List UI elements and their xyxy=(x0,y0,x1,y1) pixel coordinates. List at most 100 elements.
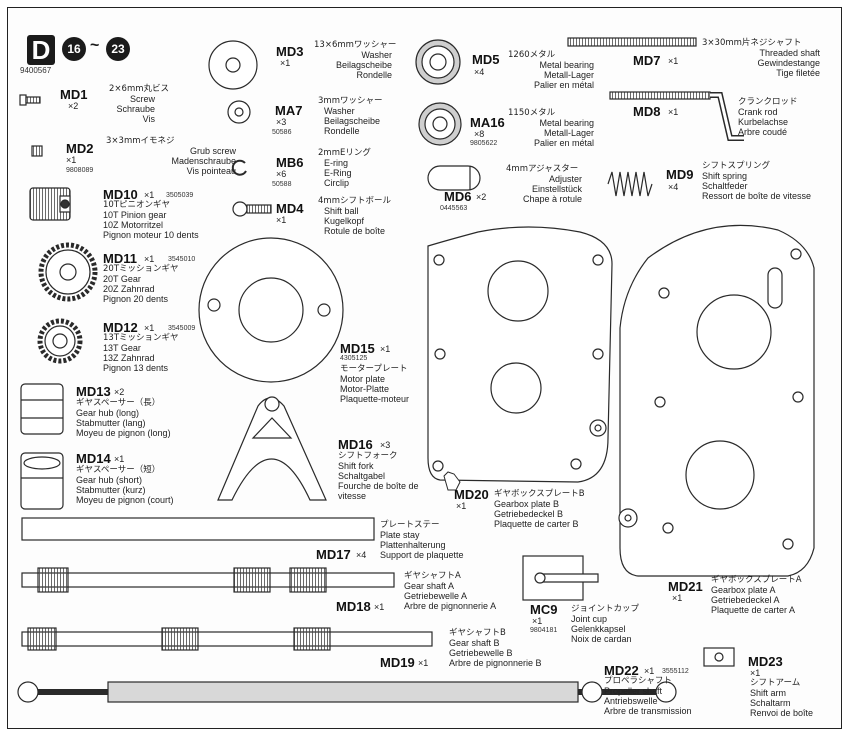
ma16-number: 9805622 xyxy=(470,140,498,147)
md13-code: MD13 xyxy=(76,384,111,399)
md8-qty: ×1 xyxy=(668,107,679,117)
mc9-ja: ジョイントカップ xyxy=(571,604,640,614)
md4-ja: 4mmシフトボール xyxy=(318,196,391,206)
md13-ja: ギヤスペーサー（長） xyxy=(76,398,161,408)
ma16-fr: Palier en métal xyxy=(533,138,594,148)
mb6-de: E-Ring xyxy=(324,168,352,178)
mc9-en: Joint cup xyxy=(571,614,608,624)
md1-qty: ×2 xyxy=(68,101,79,111)
md7-fr: Tige filetée xyxy=(776,68,820,78)
md19-fr: Arbre de pignonnerie B xyxy=(449,658,542,668)
md1-en: Screw xyxy=(129,94,155,104)
md18-de: Getriebewelle A xyxy=(404,591,468,601)
md13-de: Stabmutter (lang) xyxy=(76,418,146,428)
mc9-de: Gelenkkapsel xyxy=(571,624,626,634)
mb6-number: 50588 xyxy=(272,181,292,188)
md14-de: Stabmutter (kurz) xyxy=(76,485,146,495)
md22-ja: プロペラシャフト xyxy=(604,676,672,686)
md3-code: MD3 xyxy=(276,44,304,59)
md12-de: 13Z Zahnrad xyxy=(103,353,155,363)
plate-stay-icon xyxy=(21,517,375,541)
gear-shaft-a-icon xyxy=(21,567,395,593)
md7-qty: ×1 xyxy=(668,56,679,66)
md4-de: Kugelkopf xyxy=(324,216,365,226)
md2-fr: Vis pointeau xyxy=(186,166,236,176)
mb6-qty: ×6 xyxy=(276,169,287,179)
md11-fr: Pignon 20 dents xyxy=(103,294,169,304)
md5-fr: Palier en métal xyxy=(533,80,594,90)
md21-fr: Plaquette de carter A xyxy=(711,605,796,615)
md12-ja: 13Tミッションギヤ xyxy=(103,333,179,343)
md9-code: MD9 xyxy=(666,167,694,182)
md21-en: Gearbox plate A xyxy=(711,585,776,595)
md3-de: Beilagscheibe xyxy=(335,60,392,70)
md5-de: Metall-Lager xyxy=(543,70,594,80)
md2-number: 9808089 xyxy=(66,167,94,174)
md2-de: Madenschraube xyxy=(171,156,236,166)
md23-code: MD23 xyxy=(748,654,783,669)
gear-20t-icon xyxy=(38,242,98,302)
md6-fr: Chape à rotule xyxy=(522,194,582,204)
md1-de: Schraube xyxy=(116,104,155,114)
md16-ja: シフトフォーク xyxy=(338,451,398,461)
md1-fr: Vis xyxy=(142,114,155,124)
md18-qty: ×1 xyxy=(374,602,385,612)
ma16-qty: ×8 xyxy=(474,129,485,139)
shift-arm-icon xyxy=(703,647,735,667)
md2-code: MD2 xyxy=(66,141,94,156)
md7-ja: 3×30mm片ネジシャフト xyxy=(702,38,802,48)
md17-de: Plattenhalterung xyxy=(380,540,446,550)
md9-qty: ×4 xyxy=(668,182,679,192)
md14-code: MD14 xyxy=(76,451,111,466)
md19-code: MD19 xyxy=(380,655,415,670)
gearbox-plate-b-icon xyxy=(427,226,613,483)
md14-fr: Moyeu de pignon (court) xyxy=(76,495,174,505)
mb6-en: E-ring xyxy=(324,158,349,168)
adjuster-icon xyxy=(427,165,481,191)
md15-fr: Plaquette-moteur xyxy=(340,394,410,404)
ma7-fr: Rondelle xyxy=(324,126,360,136)
md11-number: 3545010 xyxy=(168,256,196,263)
motor-plate-icon xyxy=(198,237,344,383)
md13-qty: ×2 xyxy=(114,387,125,397)
md13-fr: Moyeu de pignon (long) xyxy=(76,428,171,438)
parts-sheet: D 16 ~ 23 9400567 MD1 ×2 2×6mm丸ビス Screw … xyxy=(7,7,842,729)
md4-fr: Rotule de boîte xyxy=(324,226,386,236)
mc9-code: MC9 xyxy=(530,602,558,617)
md16-fr-cont: vitesse xyxy=(338,491,367,501)
md22-fr: Arbre de transmission xyxy=(604,706,692,716)
md5-qty: ×4 xyxy=(474,67,485,77)
parts-illustration xyxy=(17,37,815,703)
ma7-ja: 3mmワッシャー xyxy=(318,96,383,106)
catalog-number: 9400567 xyxy=(20,66,52,75)
step-from-badge: 16 xyxy=(62,37,86,61)
md3-ja: 13×6mmワッシャー xyxy=(314,40,397,50)
md19-de: Getriebewelle B xyxy=(449,648,513,658)
md9-ja: シフトスプリング xyxy=(702,161,771,171)
md13-en: Gear hub (long) xyxy=(76,408,140,418)
propeller-shaft-icon xyxy=(17,681,677,703)
md21-ja: ギヤボックスプレートA xyxy=(711,575,802,585)
md23-qty: ×1 xyxy=(750,668,761,678)
md3-en: Washer xyxy=(361,50,392,60)
ma7-de: Beilagscheibe xyxy=(324,116,381,126)
ma7-qty: ×3 xyxy=(276,117,287,127)
pinion-gear-icon xyxy=(29,187,71,221)
md10-qty: ×1 xyxy=(144,190,155,200)
ma16-en: Metal bearing xyxy=(539,118,594,128)
hand-cursor-icon xyxy=(443,471,461,491)
gear-13t-icon xyxy=(37,318,83,364)
md18-code: MD18 xyxy=(336,599,371,614)
large-washer-icon xyxy=(208,40,258,90)
md2-en: Grub screw xyxy=(189,146,236,156)
md10-ja: 10Tピニオンギヤ xyxy=(103,200,171,210)
md6-number: 0445563 xyxy=(440,205,468,212)
md8-code: MD8 xyxy=(633,104,661,119)
md11-de: 20Z Zahnrad xyxy=(103,284,155,294)
md17-ja: プレートステー xyxy=(380,520,440,530)
md12-fr: Pignon 13 dents xyxy=(103,363,169,373)
md10-code: MD10 xyxy=(103,187,138,202)
step-letter-badge: D xyxy=(27,35,55,65)
md19-qty: ×1 xyxy=(418,658,429,668)
grub-screw-icon xyxy=(31,145,43,157)
